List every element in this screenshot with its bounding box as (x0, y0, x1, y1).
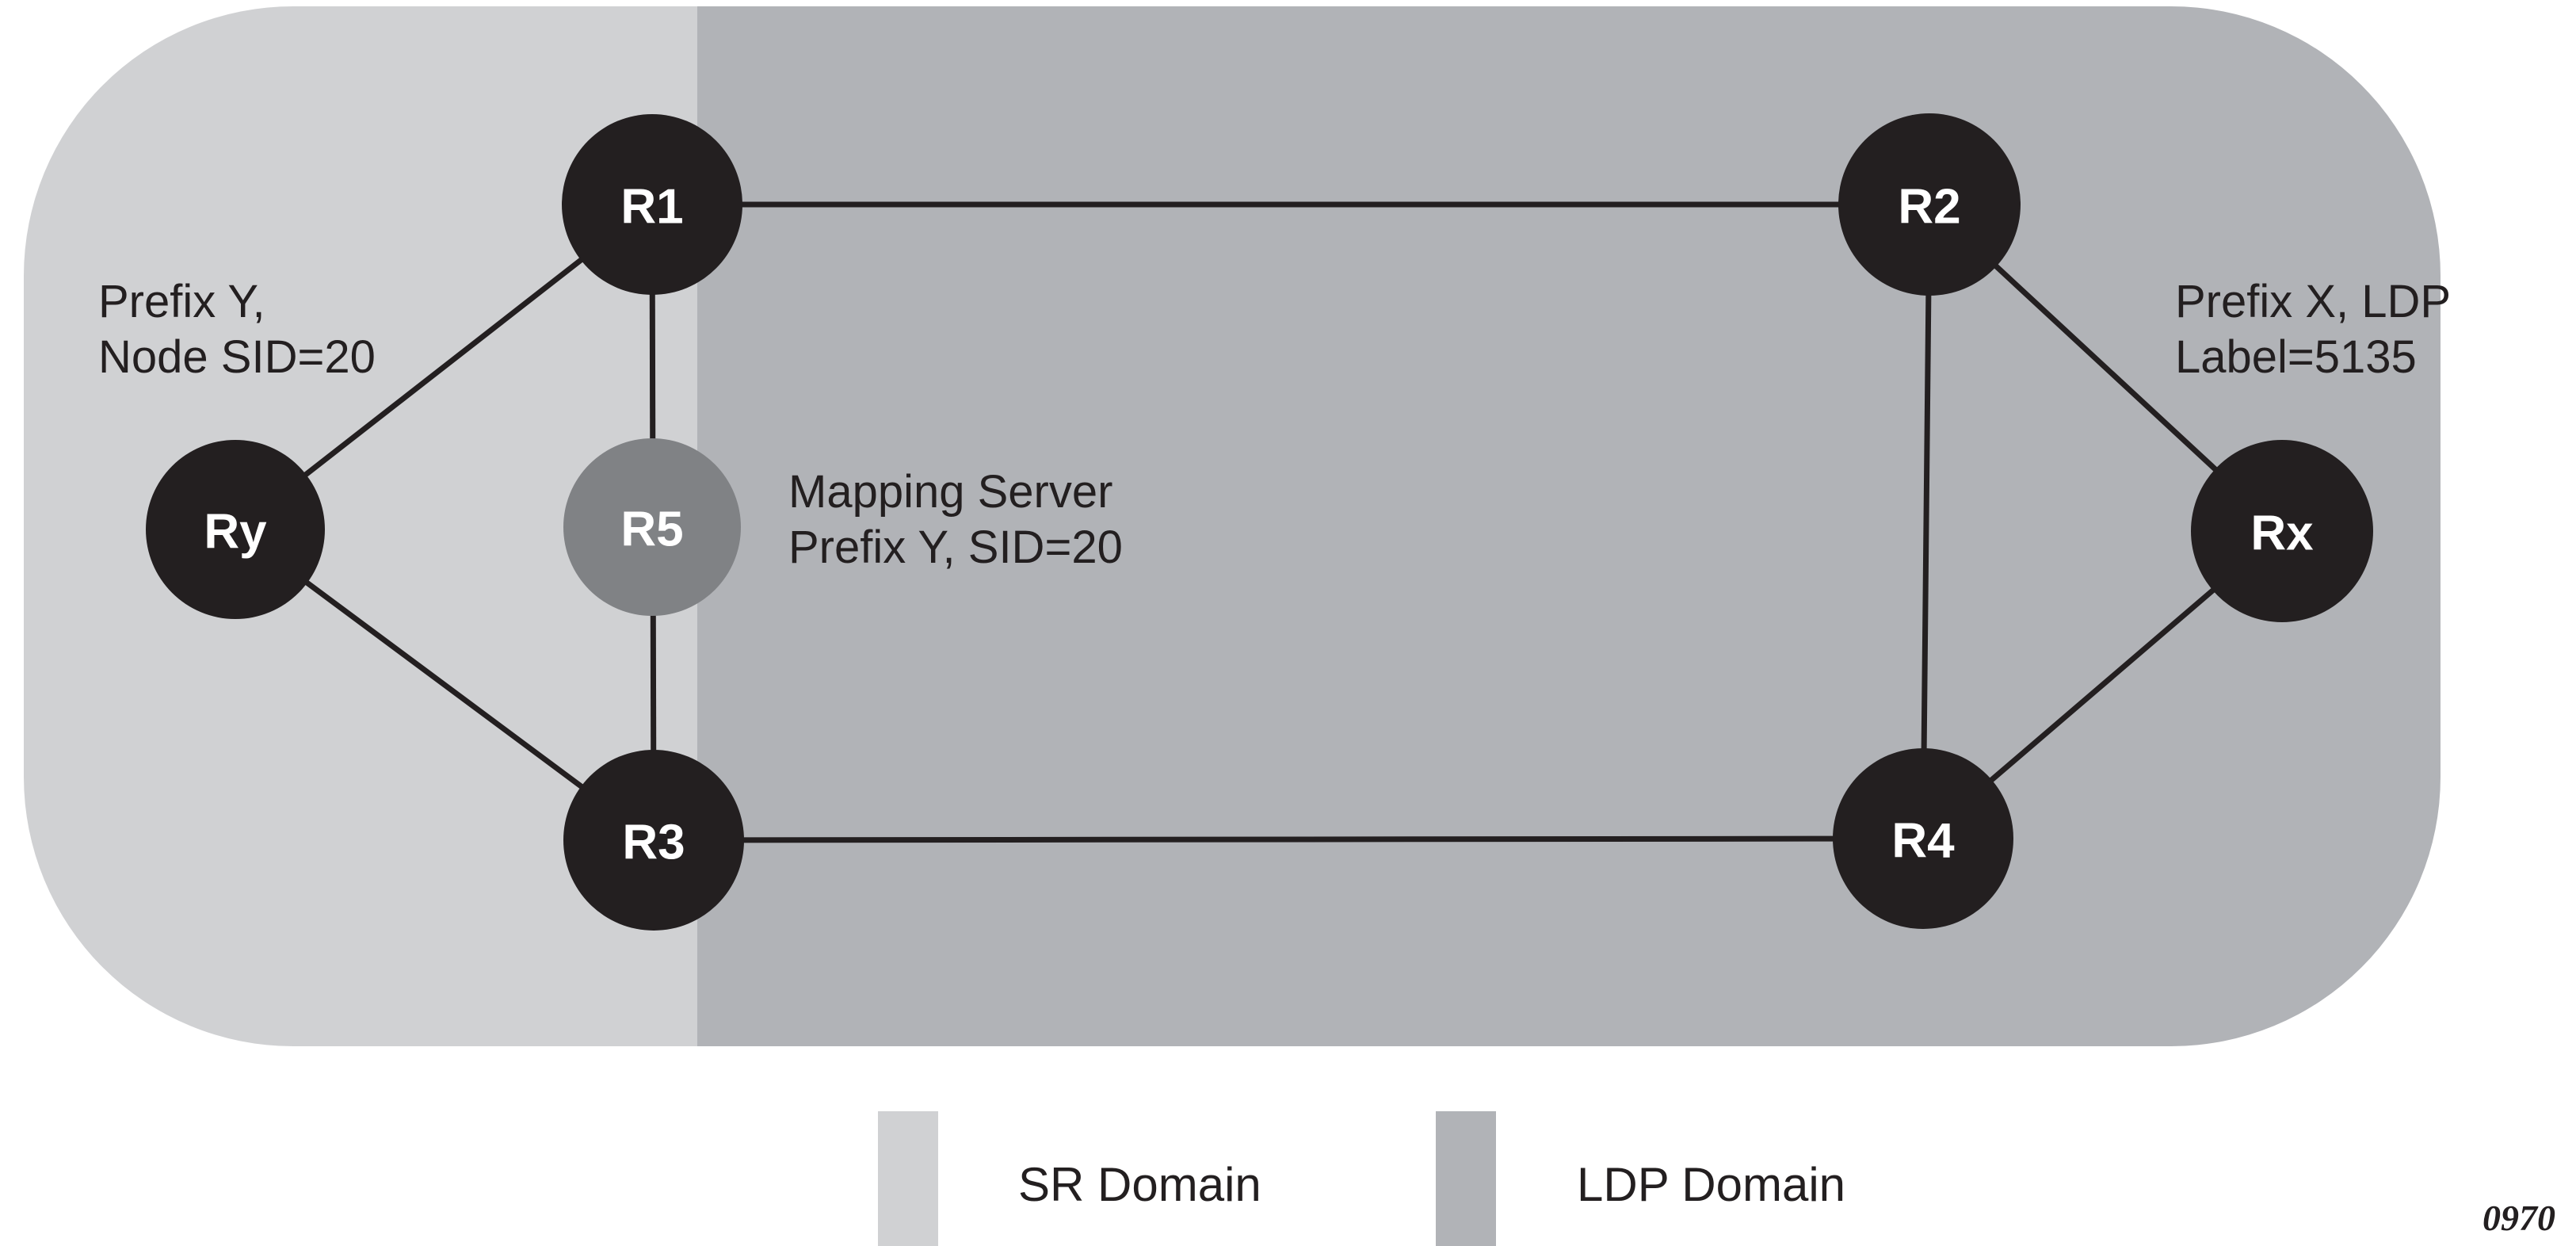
link-r2-rx (1986, 257, 2226, 479)
node-circle-ry[interactable] (146, 440, 325, 619)
annotation-line: Prefix Y, (98, 276, 265, 327)
node-r4[interactable]: R4 (1833, 748, 2013, 929)
link-r4-rx (1981, 581, 2223, 789)
annotation-line: Node SID=20 (98, 331, 376, 383)
node-label-r3: R3 (622, 816, 685, 870)
annotation-line: Mapping Server (788, 466, 1112, 518)
link-ry-r1 (295, 250, 592, 483)
node-r2[interactable]: R2 (1838, 113, 2021, 296)
legend-swatch-ldp-domain (1436, 1111, 1496, 1246)
node-label-ry: Ry (204, 505, 267, 560)
node-ry[interactable]: Ry (146, 440, 325, 619)
node-circle-r5[interactable] (563, 438, 741, 616)
link-ry-r3 (296, 574, 592, 796)
legend: SR Domain LDP Domain (878, 1111, 1845, 1246)
node-r3[interactable]: R3 (563, 750, 744, 931)
node-label-r5: R5 (620, 503, 683, 557)
node-circle-r3[interactable] (563, 750, 744, 931)
annotation-line: Prefix X, LDP (2175, 276, 2451, 327)
node-circle-r4[interactable] (1833, 748, 2013, 929)
link-r2-r4 (1921, 284, 1932, 760)
node-circle-rx[interactable] (2191, 440, 2373, 622)
figure-id-label: 0970 (2483, 1198, 2555, 1238)
node-label-r4: R4 (1891, 814, 1955, 869)
annotation-prefix-y: Prefix Y,Node SID=20 (98, 276, 376, 383)
node-circle-r1[interactable] (562, 114, 742, 295)
legend-label-sr-domain: SR Domain (1018, 1158, 1261, 1211)
node-label-r1: R1 (620, 180, 683, 235)
legend-swatch-sr-domain (878, 1111, 938, 1246)
ldp-domain-region (697, 6, 2441, 1046)
node-label-r2: R2 (1898, 180, 1960, 235)
node-circle-r2[interactable] (1838, 113, 2021, 296)
node-label-rx: Rx (2250, 506, 2314, 561)
legend-label-ldp-domain: LDP Domain (1577, 1158, 1845, 1211)
node-r5[interactable]: R5 (563, 438, 741, 616)
node-r1[interactable]: R1 (562, 114, 742, 295)
annotation-line: Prefix Y, SID=20 (788, 522, 1123, 573)
link-r3-r4 (732, 835, 1845, 843)
annotation-line: Label=5135 (2175, 331, 2417, 383)
node-rx[interactable]: Rx (2191, 440, 2373, 622)
